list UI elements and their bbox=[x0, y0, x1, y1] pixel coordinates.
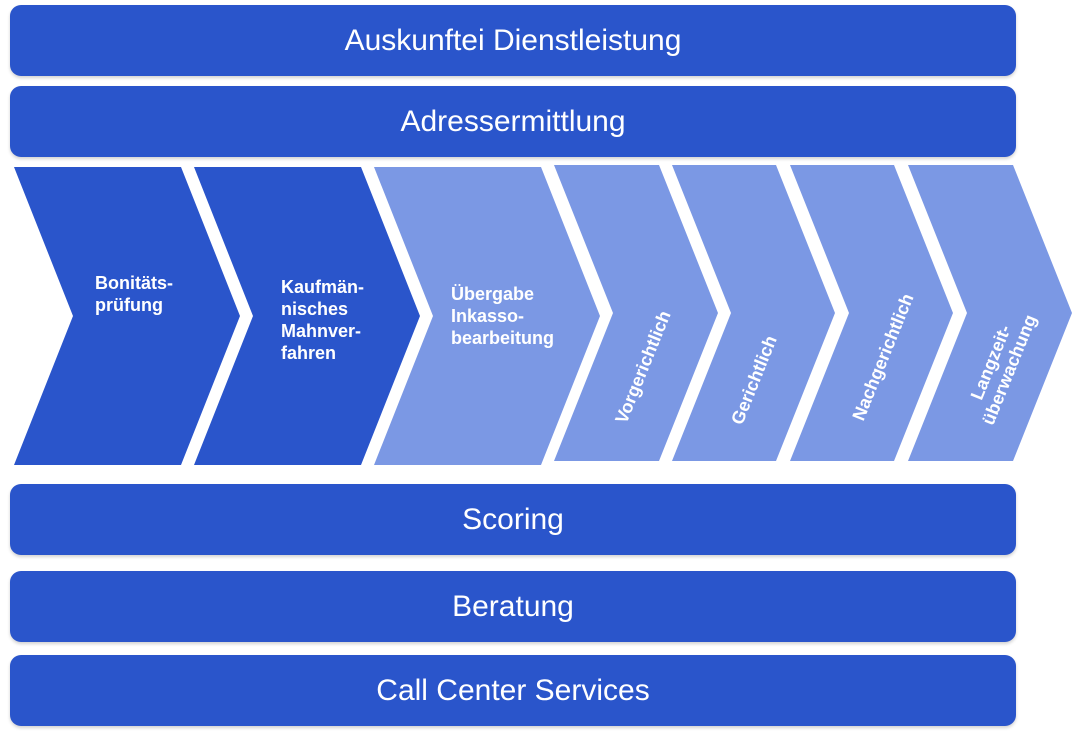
step-label-line: prüfung bbox=[95, 295, 163, 315]
step-label-line: fahren bbox=[281, 343, 337, 363]
step-label-line: Kaufmän- bbox=[281, 277, 365, 297]
band-label: Auskunftei Dienstleistung bbox=[344, 23, 682, 57]
step-label-mahnverfahren: Kaufmän- nisches Mahnver- fahren bbox=[281, 276, 364, 364]
band-beratung: Beratung bbox=[10, 571, 1016, 642]
step-label-line: Mahnver- bbox=[281, 321, 362, 341]
step-label-line: Übergabe bbox=[451, 284, 535, 304]
chevron-gerichtlich bbox=[672, 165, 835, 461]
step-label-line: bearbeitung bbox=[451, 328, 555, 348]
step-label-line: nisches bbox=[281, 299, 349, 319]
band-auskunftei-dienstleistung: Auskunftei Dienstleistung bbox=[10, 5, 1016, 76]
chevron-langzeitueberwachung bbox=[908, 165, 1072, 461]
step-label-bonitaetspruefung: Bonitäts- prüfung bbox=[95, 272, 173, 316]
chevron-bonitaetspruefung bbox=[14, 167, 240, 465]
band-scoring: Scoring bbox=[10, 484, 1016, 555]
step-label-uebergabe: Übergabe Inkasso- bearbeitung bbox=[451, 283, 554, 349]
band-label: Adressermittlung bbox=[400, 104, 626, 138]
chevron-nachgerichtlich bbox=[790, 165, 953, 461]
band-call-center-services: Call Center Services bbox=[10, 655, 1016, 726]
chevron-uebergabe-inkasso bbox=[374, 167, 600, 465]
band-label: Call Center Services bbox=[376, 673, 650, 707]
step-label-line: Bonitäts- bbox=[95, 273, 173, 293]
chevron-vorgerichtlich bbox=[554, 165, 718, 461]
band-label: Scoring bbox=[462, 502, 564, 536]
band-label: Beratung bbox=[452, 589, 574, 623]
chevron-kaufmaennisches-mahnverfahren bbox=[194, 167, 420, 465]
step-label-line: Inkasso- bbox=[451, 306, 525, 326]
band-adressermittlung: Adressermittlung bbox=[10, 86, 1016, 157]
